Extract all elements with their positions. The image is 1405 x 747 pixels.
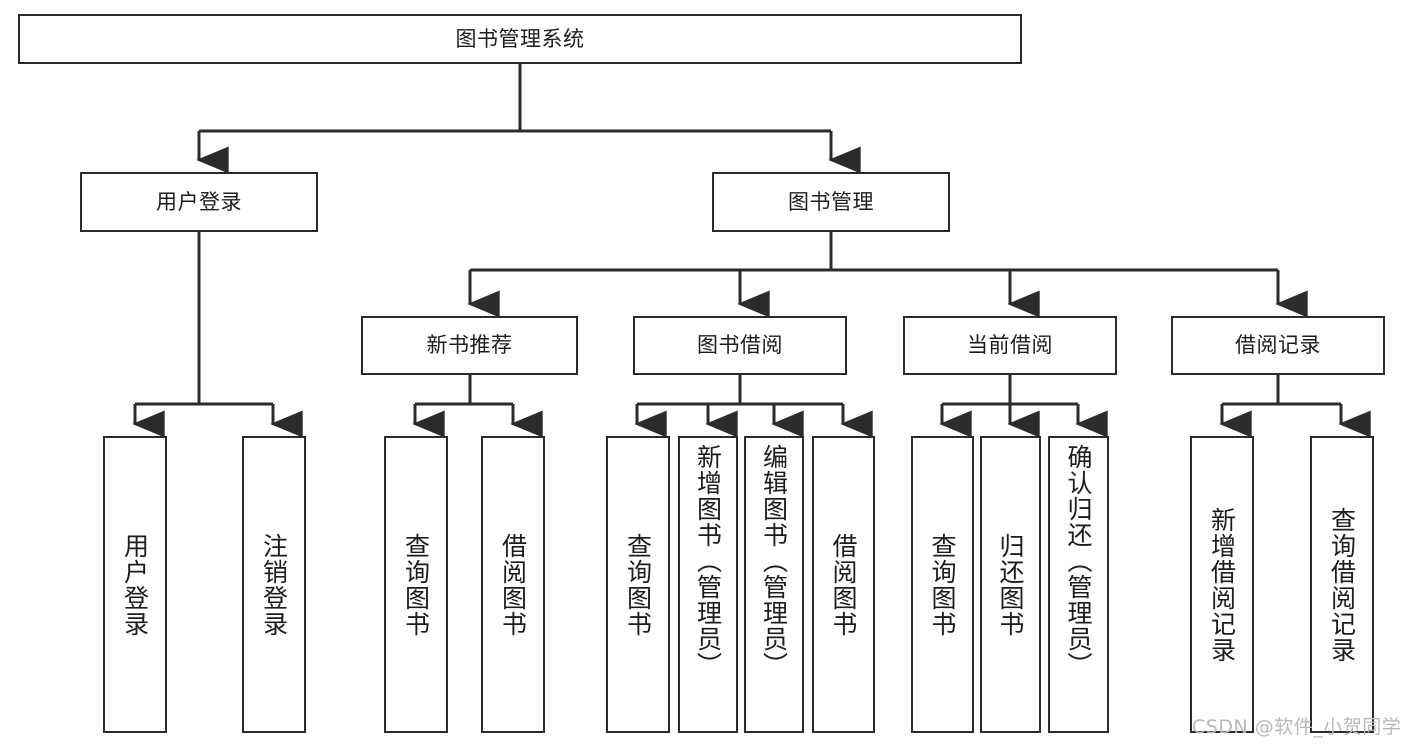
leaf-query-book-borrow[interactable]: 查询图书 <box>606 436 670 733</box>
node-label: 确认归还（管理员） <box>1064 444 1093 678</box>
node-label: 注销登录 <box>259 532 289 637</box>
node-label: 新书推荐 <box>426 333 513 358</box>
node-label: 图书借阅 <box>697 333 783 358</box>
node-root-book-management-system[interactable]: 图书管理系统 <box>18 14 1022 64</box>
node-label: 借阅记录 <box>1235 333 1321 358</box>
node-book-management[interactable]: 图书管理 <box>712 172 950 232</box>
leaf-user-logout[interactable]: 注销登录 <box>242 436 306 733</box>
node-label: 用户登录 <box>120 532 150 637</box>
leaf-borrow-book[interactable]: 借阅图书 <box>812 436 875 733</box>
node-label: 查询图书 <box>401 532 431 637</box>
node-label: 查询图书 <box>928 532 957 637</box>
node-label: 当前借阅 <box>967 333 1053 358</box>
csdn-watermark: CSDN @软件_小贺同学 <box>1192 716 1402 738</box>
leaf-add-book-admin[interactable]: 新增图书（管理员） <box>678 436 738 733</box>
leaf-confirm-return-admin[interactable]: 确认归还（管理员） <box>1048 436 1109 733</box>
node-label: 查询图书 <box>623 532 653 637</box>
node-label: 借阅图书 <box>829 532 858 637</box>
leaf-query-borrow-record[interactable]: 查询借阅记录 <box>1310 436 1374 733</box>
node-user-login[interactable]: 用户登录 <box>80 172 318 232</box>
node-book-borrow[interactable]: 图书借阅 <box>633 316 847 375</box>
node-current-borrow[interactable]: 当前借阅 <box>903 316 1117 375</box>
node-label: 图书管理 <box>788 189 874 214</box>
node-label: 归还图书 <box>996 532 1025 637</box>
leaf-query-book-current[interactable]: 查询图书 <box>911 436 974 733</box>
node-label: 借阅图书 <box>498 532 528 637</box>
leaf-borrow-book-recommend[interactable]: 借阅图书 <box>481 436 545 733</box>
leaf-query-book-recommend[interactable]: 查询图书 <box>384 436 448 733</box>
node-label: 查询借阅记录 <box>1327 506 1357 663</box>
node-label: 用户登录 <box>156 189 242 214</box>
node-new-book-recommend[interactable]: 新书推荐 <box>361 316 578 375</box>
node-label: 新增图书（管理员） <box>693 444 723 678</box>
node-label: 图书管理系统 <box>455 26 585 51</box>
node-label: 新增借阅记录 <box>1207 506 1237 663</box>
leaf-return-book[interactable]: 归还图书 <box>980 436 1041 733</box>
leaf-add-borrow-record[interactable]: 新增借阅记录 <box>1190 436 1254 733</box>
leaf-edit-book-admin[interactable]: 编辑图书（管理员） <box>744 436 804 733</box>
node-label: 编辑图书（管理员） <box>759 444 789 678</box>
node-borrow-record[interactable]: 借阅记录 <box>1171 316 1385 375</box>
leaf-user-login[interactable]: 用户登录 <box>103 436 167 733</box>
